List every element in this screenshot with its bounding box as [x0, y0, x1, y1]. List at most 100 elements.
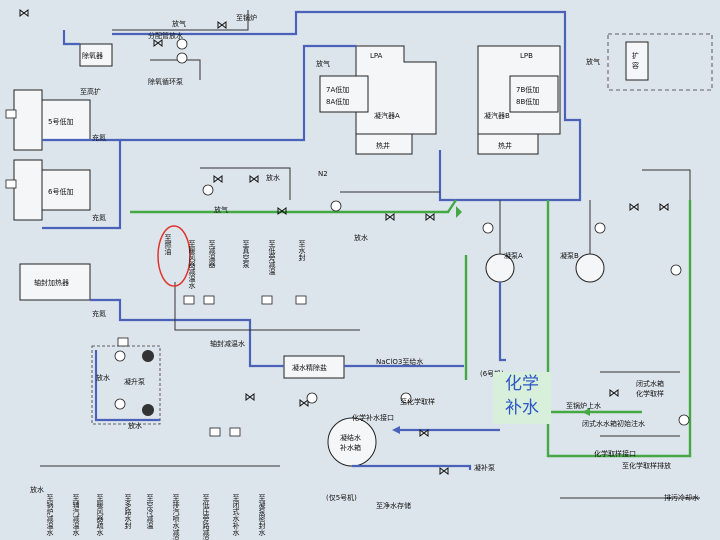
bottom-user-2: 至暖风器疏水	[96, 494, 104, 536]
vent-label-1: 放气	[214, 205, 228, 214]
mid-user-3: 至低旁减温	[268, 240, 276, 276]
chem-draw-label: 化学取样接口	[594, 449, 636, 458]
vent-label-4: 放气	[172, 19, 186, 28]
bottom-user-5: 至排汽喷水减温	[172, 494, 180, 540]
bottom-user-8: 至凝泵密封水	[258, 494, 266, 536]
blue-pipe-tank-out	[352, 464, 472, 470]
polisher-label: 凝水精除盐	[292, 363, 327, 372]
drain-label-1: 放水	[266, 173, 280, 182]
pump-b-casing	[575, 253, 605, 283]
green-arrow-boiler	[582, 408, 590, 416]
legend-vessel	[625, 41, 649, 81]
makeup-pump-label: 凝补泵	[474, 463, 495, 472]
deaerator-label: 除氧器	[82, 51, 103, 60]
lp7b-label: 7B低加	[516, 85, 539, 94]
actuator-group	[5, 109, 307, 437]
chem-makeup-line-1: 化学	[505, 374, 539, 394]
drain-label-bottom: 放水	[30, 485, 44, 494]
mid-user-1: 至减温器	[208, 240, 216, 269]
gland-heater-box	[19, 263, 91, 301]
makeup-tank-label-1: 凝结水	[340, 433, 361, 442]
green-pipe-upper	[130, 199, 457, 214]
from-5-label: (仅5号机)	[326, 493, 357, 502]
deaerator-box	[79, 43, 113, 67]
pipe-valve-group	[200, 167, 291, 200]
bottom-user-4: 至空冷减温	[146, 494, 154, 530]
lp7a8a-box	[319, 75, 369, 113]
hotwell-b-box	[477, 133, 539, 155]
pump-b-label: 凝泵B	[560, 251, 579, 260]
vent-label-3: 放气	[586, 57, 600, 66]
to-polish-label: 至净水存储	[376, 501, 411, 510]
blue-pipe-boost	[94, 350, 160, 422]
blue-arrow-chem	[392, 426, 400, 434]
instrument-group	[114, 38, 690, 426]
deaer-pump-label: 除氧循环泵	[148, 77, 183, 86]
lp8a-label: 8A低加	[326, 97, 349, 106]
condenser-a-label: 凝汽器A	[374, 111, 400, 120]
pump-a-label: 凝泵A	[504, 251, 523, 260]
pipe-deaer-pump	[150, 59, 201, 80]
pipe-users-header	[174, 282, 360, 331]
hotwell-a-label: 热井	[376, 141, 390, 150]
gland-heater-label: 轴封加热器	[34, 278, 69, 287]
dist-drain-label: 分配管放水	[148, 31, 183, 40]
sec-valve-label: 闭式水水箱初始注水	[582, 419, 645, 428]
dosing-label: NaClO3至给水	[376, 357, 423, 366]
boost-pump-1	[142, 350, 154, 362]
blue-pipe-to-polisher	[90, 298, 284, 368]
bottom-user-1: 至辅汽减温水	[72, 494, 80, 536]
green-pipe-right	[546, 200, 692, 458]
bottom-user-7: 至闭式水补水	[232, 494, 240, 536]
chem-draw2-label: 至化学取样排放	[622, 461, 671, 470]
lp6-label: 6号低加	[48, 187, 73, 196]
hotwell-b-label: 热井	[498, 141, 512, 150]
bottom-user-6: 至低压旁路减温	[202, 494, 210, 540]
legend-vessel-label-2: 容	[632, 61, 639, 70]
lp5-heater-box	[13, 89, 43, 151]
fill-n2-label-1: 充氮	[92, 133, 106, 142]
lp5-shell	[41, 99, 91, 141]
drain-label-boost-2: 放水	[128, 421, 142, 430]
to-hp-label: 至高扩	[80, 87, 101, 96]
bottom-user-0: 至锅炉减温水	[46, 494, 54, 536]
lp7b8b-box	[509, 75, 559, 113]
mid-user-0: 至暖风器减温水	[188, 240, 196, 289]
blue-pipe-top	[112, 10, 567, 40]
makeup-tank-label-2: 补水箱	[340, 443, 361, 452]
blue-pipe-lp-loop	[42, 138, 122, 230]
chem-makeup-callout: 化学 补水	[493, 372, 551, 424]
to-mh-label: 至锅炉上水	[566, 401, 601, 410]
makeup-tank	[327, 417, 377, 467]
makeup-tank-caption: 化学补水接口	[352, 413, 394, 422]
drain-label-boost-1: 放水	[96, 373, 110, 382]
to-6-label: (6号机)	[480, 369, 504, 378]
vent-label-2: 放气	[316, 59, 330, 68]
n2-label: N2	[318, 170, 328, 178]
right-users-1: 化学取样	[636, 389, 664, 398]
fill-n2-label-2: 充氮	[92, 213, 106, 222]
blue-pipe-to-condenser	[120, 44, 356, 142]
to-boiler-label: 至锅炉	[236, 13, 257, 22]
circled-callout-text: 至燃油	[164, 234, 172, 256]
hotwell-a-box	[355, 133, 413, 155]
fill-n2-label-3: 充氮	[92, 309, 106, 318]
boost-pump-2	[142, 404, 154, 416]
legend-frame	[607, 33, 713, 91]
spray-label: 轴封减温水	[210, 339, 245, 348]
boost-pump-frame	[91, 345, 161, 425]
red-circle-callout	[157, 225, 191, 287]
bottom-user-3: 至多路水封	[124, 494, 132, 529]
right-users-2: 排污冷却水	[664, 493, 699, 502]
mid-user-4: 至水封	[298, 240, 306, 261]
lp6-shell	[41, 169, 91, 211]
mid-user-2: 至真空泵	[242, 240, 250, 268]
condenser-a-lp-label: LPA	[370, 52, 383, 60]
valve-group	[19, 9, 669, 475]
legend-vessel-label: 扩	[632, 51, 639, 60]
condenser-b-lp-label: LPB	[520, 52, 533, 60]
condenser-b-label: 凝汽器B	[484, 111, 510, 120]
to-chem-label: 至化学取样	[400, 397, 435, 406]
